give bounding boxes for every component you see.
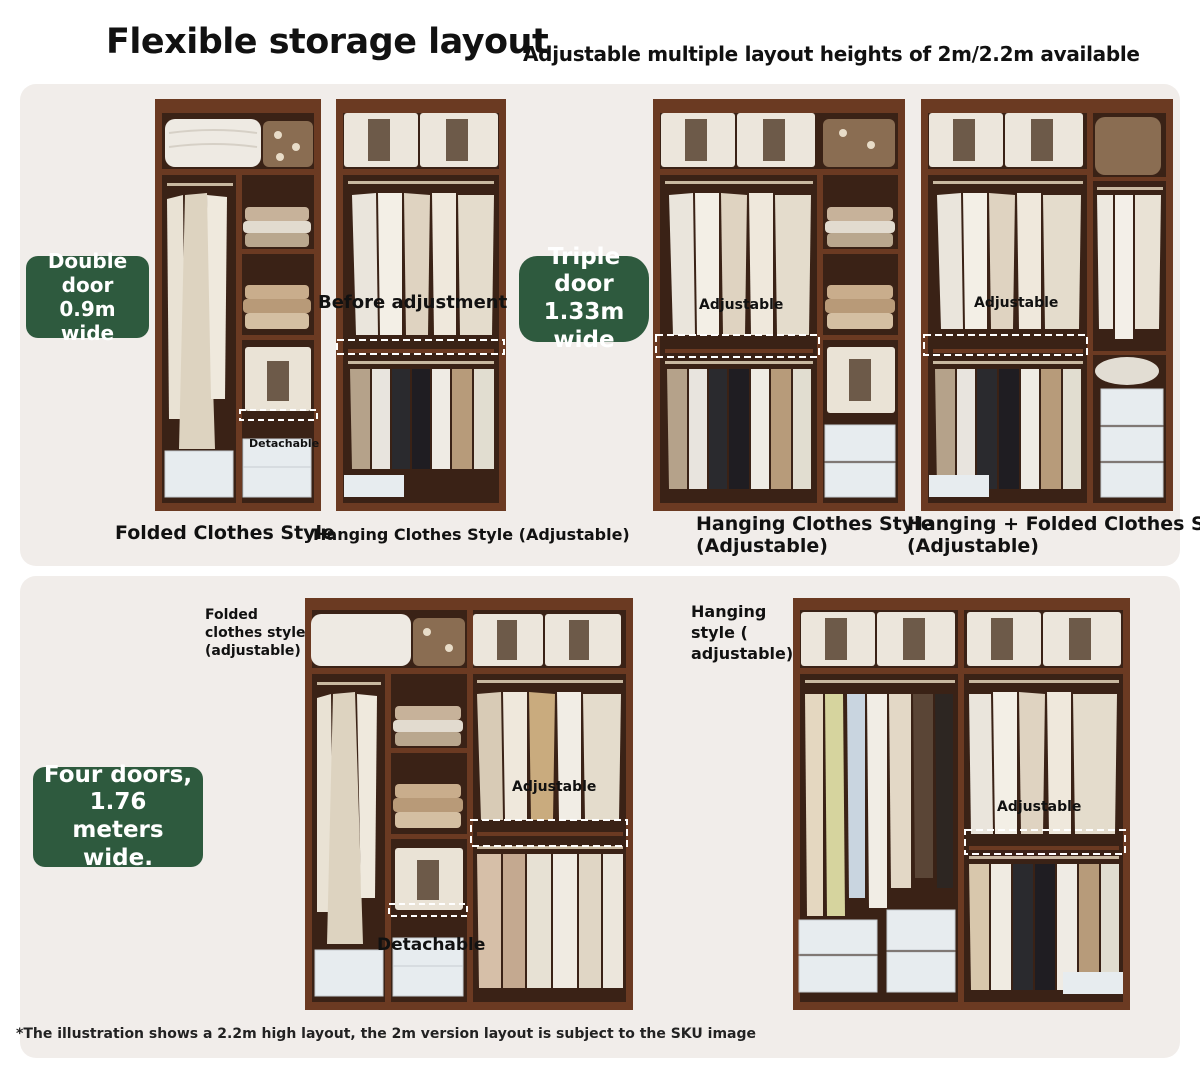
wardrobe-four-hanging (793, 598, 1130, 1010)
wardrobe-triple-combo (921, 99, 1173, 511)
caption-triple-hanging-line1: Hanging Clothes Style (696, 513, 934, 535)
four-door-badge: Four doors, 1.76 meters wide. (33, 762, 203, 871)
caption-four-hanging-line2: style ( (691, 623, 748, 642)
caption-hanging-adjustable: Hanging Clothes Style (Adjustable) (313, 525, 630, 544)
caption-triple-hanging-line2: (Adjustable) (696, 535, 828, 557)
caption-four-folded-line3: (adjustable) (205, 643, 301, 659)
caption-four-folded-line1: Folded (205, 607, 258, 623)
caption-triple-combo-line1: Hanging + Folded Clothes Style (907, 513, 1200, 535)
detachable-label-four: Detachable (377, 935, 486, 955)
wardrobe-double-folded (155, 99, 321, 511)
wardrobe-double-hanging (336, 99, 506, 511)
caption-four-hanging-line1: Hanging (691, 602, 767, 621)
adjustable-label-four-1: Adjustable (512, 779, 597, 795)
adjustable-label-four-2: Adjustable (997, 799, 1082, 815)
wardrobe-four-folded (305, 598, 633, 1010)
caption-four-hanging-line3: adjustable) (691, 644, 794, 663)
page-title: Flexible storage layout (106, 22, 549, 62)
caption-folded: Folded Clothes Style (115, 522, 335, 544)
detachable-label: Detachable (249, 437, 320, 450)
caption-four-folded-line2: clothes style (205, 625, 306, 641)
adjustable-label-triple-2: Adjustable (974, 295, 1059, 311)
double-door-badge: Double door 0.9m wide (26, 249, 149, 345)
caption-triple-combo-line2: (Adjustable) (907, 535, 1039, 557)
footnote: *The illustration shows a 2.2m high layo… (16, 1026, 756, 1042)
triple-door-badge: Triple door 1.33m wide (519, 244, 649, 353)
adjustable-label-triple-1: Adjustable (699, 297, 784, 313)
page-subtitle: Adjustable multiple layout heights of 2m… (523, 42, 1140, 66)
wardrobe-triple-hanging (653, 99, 905, 511)
before-adjustment-label: Before adjustment (318, 292, 508, 313)
